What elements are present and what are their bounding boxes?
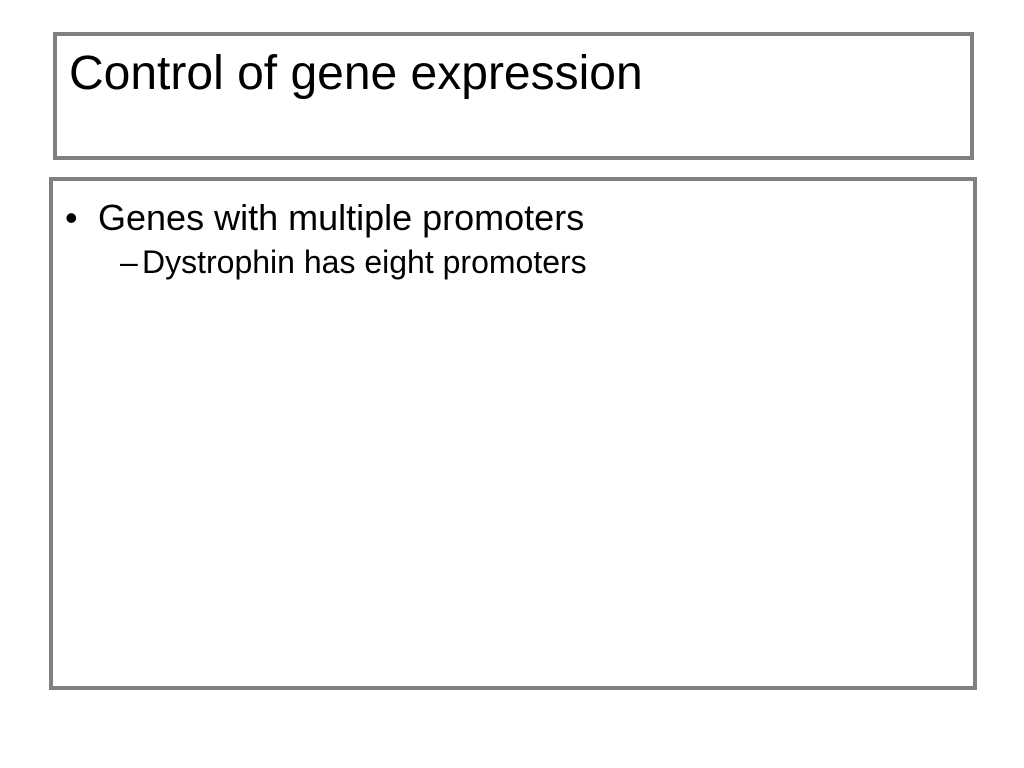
slide-body-box: • Genes with multiple promoters – Dystro… <box>49 177 977 690</box>
bullet-item: • Genes with multiple promoters – Dystro… <box>63 197 587 281</box>
sub-bullet-text: Dystrophin has eight promoters <box>142 244 587 281</box>
sub-bullet-item: – Dystrophin has eight promoters <box>98 244 587 281</box>
slide-title: Control of gene expression <box>69 47 643 100</box>
sub-bullet-marker: – <box>120 244 138 281</box>
bullet-marker: • <box>65 197 78 238</box>
bullet-text: Genes with multiple promoters <box>98 197 585 238</box>
slide-title-box: Control of gene expression <box>53 32 974 160</box>
sub-bullet-list: – Dystrophin has eight promoters <box>98 244 587 281</box>
bullet-list: • Genes with multiple promoters – Dystro… <box>63 197 587 281</box>
